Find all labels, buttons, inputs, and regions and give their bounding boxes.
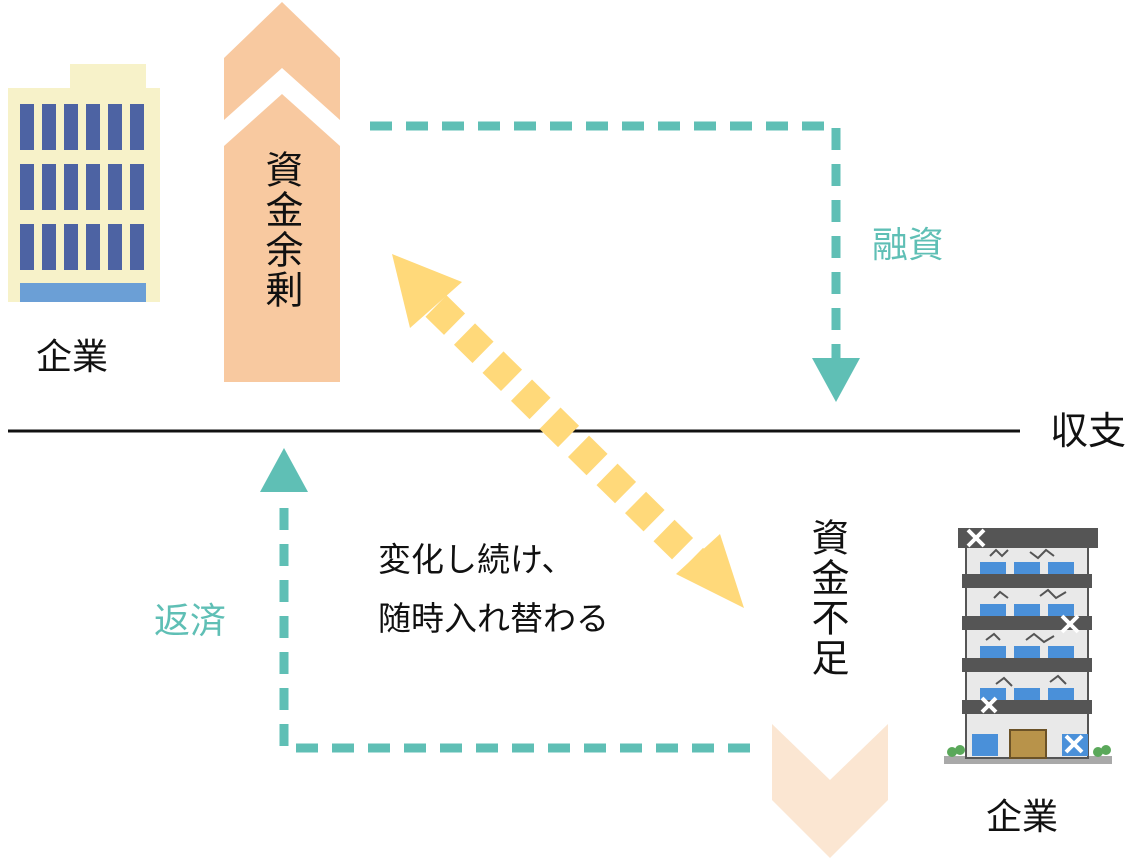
balance-label: 収支 xyxy=(1050,409,1127,453)
financing-dashed-arrow xyxy=(370,121,860,402)
financing-label: 融資 xyxy=(872,225,945,266)
company-label-top: 企業 xyxy=(36,337,109,378)
change-text-line1: 変化し続け、 xyxy=(378,540,575,579)
repayment-label: 返済 xyxy=(154,601,227,642)
shortage-label: 資金不足 xyxy=(805,518,849,678)
shortage-down-arrow xyxy=(772,724,888,858)
company-label-bottom: 企業 xyxy=(986,797,1059,838)
damaged-building-icon xyxy=(944,528,1112,764)
office-building-icon xyxy=(8,64,160,302)
repayment-dashed-arrow xyxy=(260,448,750,753)
surplus-label: 資金余剰 xyxy=(259,150,303,310)
surplus-up-arrow xyxy=(224,2,340,382)
swap-double-arrow xyxy=(392,254,744,608)
change-text-line2: 随時入れ替わる xyxy=(378,599,609,638)
